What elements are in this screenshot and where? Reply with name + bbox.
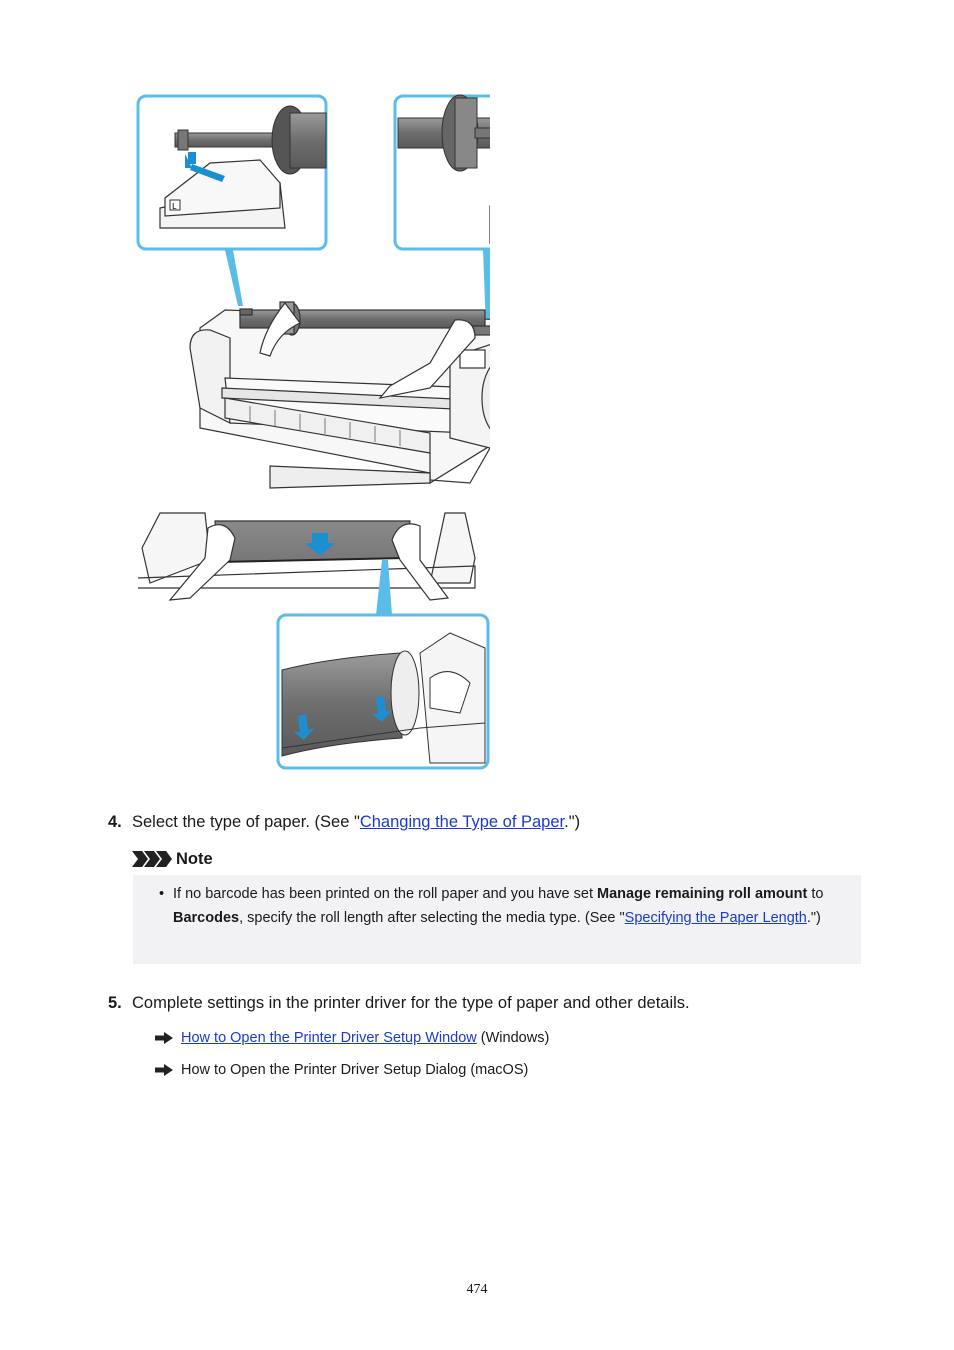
printer-illustration xyxy=(189,301,490,489)
arrow-right-icon xyxy=(155,1064,181,1076)
note-header: Note xyxy=(132,849,213,869)
roll-loading-illustration: L R xyxy=(136,94,490,770)
paper-press-illustration xyxy=(137,512,476,601)
note-text: If no barcode has been printed on the ro… xyxy=(158,882,841,930)
step-text: Select the type of paper. (See " xyxy=(132,813,360,831)
callout-bottom-roll xyxy=(276,613,490,770)
callout-left-holder: L xyxy=(136,94,328,251)
callout-right-holder: R xyxy=(393,94,490,251)
callout-pointer-right xyxy=(483,250,490,328)
note-text-2: to xyxy=(807,886,824,902)
ref-windows: How to Open the Printer Driver Setup Win… xyxy=(155,1029,549,1047)
note-text-4: .") xyxy=(806,910,821,926)
note-text-3: , specify the roll length after selectin… xyxy=(239,910,625,926)
ref-macos-text: How to Open the Printer Driver Setup Dia… xyxy=(181,1062,529,1078)
step-text: Complete settings in the printer driver … xyxy=(132,994,690,1012)
note-text-1: If no barcode has been printed on the ro… xyxy=(173,886,598,902)
holder-label-left: L xyxy=(172,202,177,211)
link-changing-paper-type[interactable]: Changing the Type of Paper xyxy=(359,813,565,831)
callout-pointer-left xyxy=(225,250,243,306)
step-text-end: .") xyxy=(564,813,581,831)
note-bold-value: Barcodes xyxy=(173,910,240,926)
step-number: 5. xyxy=(108,994,122,1012)
callout-pointer-bottom xyxy=(376,560,392,615)
step-5: 5. Complete settings in the printer drive… xyxy=(108,993,690,1013)
bullet-icon: • xyxy=(159,886,165,902)
step-number: 4. xyxy=(108,813,122,831)
step-4: 4. Select the type of paper. (See "Changi… xyxy=(108,812,580,832)
note-bold-setting: Manage remaining roll amount xyxy=(597,886,808,902)
ref-macos: How to Open the Printer Driver Setup Dia… xyxy=(155,1061,528,1079)
page-number: 474 xyxy=(466,1282,488,1297)
note-title: Note xyxy=(176,849,213,868)
note-box: • If no barcode has been printed on the … xyxy=(133,875,861,964)
note-chevrons-icon xyxy=(132,851,172,867)
ref-suffix: (Windows) xyxy=(476,1030,550,1046)
link-open-driver-setup-window[interactable]: How to Open the Printer Driver Setup Win… xyxy=(181,1030,477,1046)
arrow-right-icon xyxy=(155,1032,181,1044)
link-specifying-paper-length[interactable]: Specifying the Paper Length xyxy=(624,910,807,926)
